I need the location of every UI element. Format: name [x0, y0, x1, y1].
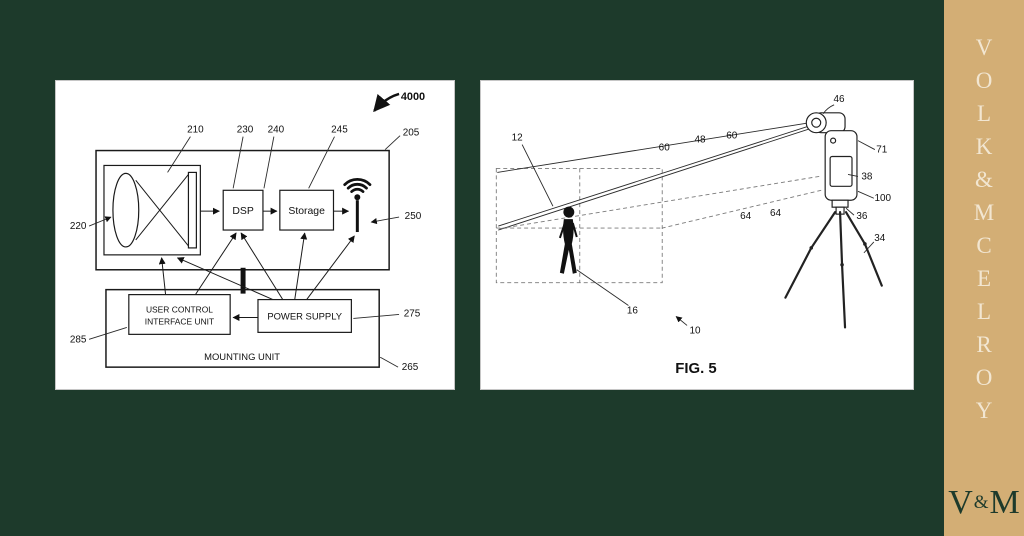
ref-60a-label: 60 [659, 143, 671, 154]
dsp-label: DSP [232, 206, 253, 217]
ref-100-label: 100 [875, 193, 892, 204]
leader-210 [167, 136, 191, 173]
ref-230-label: 230 [237, 125, 254, 136]
power-label: POWER SUPPLY [267, 310, 342, 321]
ref-71-label: 71 [876, 145, 888, 156]
leader-265 [379, 356, 399, 368]
wordmark-letter: E [976, 266, 992, 291]
leader-250 [370, 216, 400, 225]
tripod [784, 211, 883, 329]
leader-12 [521, 144, 554, 207]
mounting-label: MOUNTING UNIT [204, 351, 280, 362]
ref-16-label: 16 [627, 305, 639, 316]
ref-250-label: 250 [405, 211, 422, 222]
patent-figure-4-panel: 4000 205 210 220 DSP 230 240 [55, 80, 455, 390]
ref-4000-arrow [373, 92, 400, 113]
sight-lines [497, 121, 822, 231]
ref-275-label: 275 [404, 308, 421, 319]
leader-285 [88, 326, 127, 340]
ref-38-label: 38 [861, 171, 873, 182]
monogram-v: V [948, 484, 973, 521]
ref-64b-label: 64 [770, 208, 782, 219]
ref-34-label: 34 [874, 233, 886, 244]
wordmark-letter: O [975, 365, 993, 390]
wifi-antenna-icon [343, 178, 372, 233]
ucif-label-line2: INTERFACE UNIT [145, 316, 214, 326]
wordmark-letter: C [976, 233, 992, 258]
ref-64a-label: 64 [740, 211, 752, 222]
ref-285-label: 285 [70, 334, 87, 345]
ref-265-label: 265 [402, 362, 419, 373]
ref-46-label: 46 [834, 94, 846, 105]
dsp-box [222, 189, 264, 231]
rangefinder-camera [805, 112, 858, 215]
fig4-diagram: 4000 205 210 220 DSP 230 240 [70, 91, 425, 373]
ucif-label-line1: USER CONTROL [146, 304, 213, 314]
wordmark-letter: K [975, 134, 993, 159]
ref-220-label: 220 [70, 221, 87, 232]
wordmark-letter: & [975, 167, 993, 192]
ref-240-label: 240 [268, 125, 285, 136]
wordmark-letter: M [973, 200, 995, 225]
target-grid [495, 167, 663, 284]
ref-4000-label: 4000 [401, 91, 425, 103]
ref-60b-label: 60 [726, 131, 738, 142]
leader-245 [308, 136, 335, 189]
leader-205 [384, 135, 401, 150]
monogram-m: M [989, 484, 1020, 521]
ref-36-label: 36 [856, 211, 868, 222]
storage-box [279, 189, 335, 231]
wordmark-letter: L [976, 299, 992, 324]
wordmark-letter: Y [975, 398, 993, 423]
leader-46 [822, 104, 835, 115]
ref-48-label: 48 [694, 135, 706, 146]
wordmark-letter: O [975, 68, 993, 93]
supply-control-lines [158, 232, 355, 301]
leader-34 [863, 241, 875, 254]
person-silhouette [558, 206, 578, 274]
fig5-diagram: 12 60 48 60 64 64 16 [495, 94, 892, 377]
ref-10-label: 10 [689, 325, 701, 336]
ref-210-label: 210 [187, 125, 204, 136]
figure-5-caption: FIG. 5 [675, 361, 716, 377]
monogram-ampersand: & [973, 492, 989, 513]
leader-240 [263, 136, 275, 189]
wordmark-letter: L [976, 101, 992, 126]
wordmark-letter: V [975, 35, 993, 60]
ref-205-label: 205 [403, 128, 420, 139]
leader-230 [232, 136, 244, 189]
ref-12-label: 12 [512, 133, 524, 144]
leader-38 [847, 173, 859, 177]
brand-sidebar: V O L K & M C E L R O Y V&M [944, 0, 1024, 536]
lens-assembly [103, 164, 201, 256]
wordmark-letter: R [976, 332, 992, 357]
mounting-box [105, 288, 380, 368]
leader-220 [88, 216, 112, 227]
ucif-box [128, 294, 231, 335]
ref-245-label: 245 [331, 125, 348, 136]
leader-275 [353, 314, 400, 319]
leader-71 [857, 140, 876, 150]
leader-10 [675, 316, 688, 326]
power-box [257, 298, 352, 333]
leader-16 [576, 269, 629, 306]
brand-vertical-wordmark: V O L K & M C E L R O Y [944, 36, 1024, 422]
brand-monogram: V&M [944, 484, 1024, 522]
patent-figure-5-panel: 12 60 48 60 64 64 16 [480, 80, 914, 390]
leader-100 [857, 190, 875, 199]
leader-36 [845, 207, 855, 216]
storage-label: Storage [288, 206, 325, 217]
